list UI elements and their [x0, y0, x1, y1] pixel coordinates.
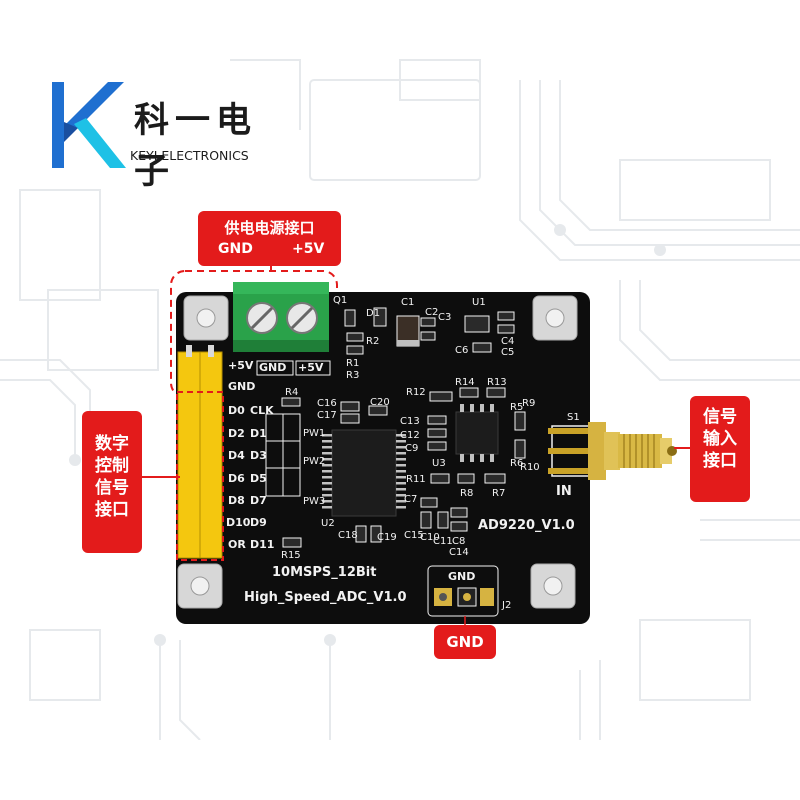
sma-connector	[548, 422, 677, 480]
ref-c1: C1	[401, 297, 415, 308]
terminal-label-5v: +5V	[298, 361, 324, 374]
ref-c16: C16	[317, 398, 337, 409]
ref-c3: C3	[438, 312, 452, 323]
ref-c13: C13	[400, 416, 420, 427]
callout-line: 接口	[95, 500, 129, 520]
pin-label: D8	[228, 494, 245, 507]
digital-interface-callout: 数字 控制 信号 接口	[82, 411, 142, 553]
ref-c9: C9	[405, 443, 419, 454]
ref-s1: S1	[567, 412, 580, 423]
pin-label: D2	[228, 427, 245, 440]
pin-label: D9	[250, 516, 267, 529]
pin-label: D3	[250, 449, 267, 462]
power-callout-5v: +5V	[292, 241, 325, 257]
board-name: High_Speed_ADC_V1.0	[244, 590, 407, 605]
sma-in-label: IN	[556, 484, 572, 499]
ref-pw1: PW1	[303, 428, 326, 439]
ref-c8: C8	[452, 536, 466, 547]
ref-u2: U2	[321, 518, 335, 529]
ref-r14: R14	[455, 377, 475, 388]
ref-r2: R2	[366, 336, 380, 347]
callout-line: 数字	[95, 434, 129, 454]
pin-label: D5	[250, 472, 267, 485]
ref-d1: D1	[366, 308, 381, 319]
circuit-background	[0, 59, 800, 740]
ref-r7: R7	[492, 488, 506, 499]
ref-r11: R11	[406, 474, 426, 485]
callout-line: 信号	[703, 407, 737, 427]
pin-label: D7	[250, 494, 267, 507]
signal-input-callout: 信号 输入 接口	[690, 396, 750, 502]
callout-line: 输入	[703, 429, 737, 449]
callout-line: 控制	[95, 456, 129, 476]
ref-u3: U3	[432, 458, 446, 469]
ref-r10: R10	[520, 462, 540, 473]
power-screw-terminal	[233, 282, 329, 352]
ref-r15: R15	[281, 550, 301, 561]
power-callout-gnd: GND	[218, 241, 253, 257]
ref-c2: C2	[425, 307, 439, 318]
brand-name-en: KEYI ELECTRONICS	[130, 148, 249, 163]
opamp-chip-u3	[455, 404, 499, 462]
ref-c5: C5	[501, 347, 515, 358]
ref-c12: C12	[400, 430, 420, 441]
pin-label: OR	[228, 538, 246, 551]
gnd-header-j2	[427, 565, 499, 626]
ref-c19: C19	[377, 532, 397, 543]
adc-chip-u2	[322, 429, 406, 517]
pin-label: D11	[250, 538, 275, 551]
ref-c10: C10	[420, 532, 440, 543]
ref-q1: Q1	[333, 295, 348, 306]
pin-header	[177, 345, 223, 559]
power-interface-callout: 供电电源接口 GND +5V	[198, 211, 341, 266]
header-label-5v: +5V	[228, 359, 254, 372]
callout-line: 信号	[95, 478, 129, 498]
ref-c15: C15	[404, 530, 424, 541]
ref-r4: R4	[285, 387, 299, 398]
pin-label: D1	[250, 427, 267, 440]
callout-line: 接口	[703, 451, 737, 471]
brand-name-cn: 科一电子	[134, 101, 258, 192]
ref-r3: R3	[346, 370, 360, 381]
ref-j2: J2	[502, 600, 512, 611]
mounting-holes	[177, 295, 578, 609]
gnd-callout: GND	[434, 625, 496, 659]
pin-label: D0	[228, 404, 245, 417]
brand-logo: 科一电子 KEYI ELECTRONICS	[48, 82, 288, 192]
ref-c7: C7	[404, 494, 418, 505]
ref-r12: R12	[406, 387, 426, 398]
pin-label: CLK	[250, 404, 274, 417]
ref-c4: C4	[501, 336, 515, 347]
board-model: AD9220_V1.0	[478, 518, 575, 533]
ref-pw3: PW3	[303, 496, 326, 507]
ref-pw2: PW2	[303, 456, 326, 467]
ref-r1: R1	[346, 358, 360, 369]
terminal-label-gnd: GND	[259, 361, 287, 374]
ref-c20: C20	[370, 397, 390, 408]
ref-c11: C11	[433, 536, 453, 547]
power-callout-title: 供电电源接口	[224, 219, 315, 237]
ref-c17: C17	[317, 410, 337, 421]
keyi-k-logo-icon	[52, 82, 126, 168]
ref-r5: R5	[510, 402, 524, 413]
ref-u1: U1	[472, 297, 486, 308]
ref-r9: R9	[522, 398, 536, 409]
header-label-gnd: GND	[228, 380, 256, 393]
board-spec: 10MSPS_12Bit	[272, 565, 377, 580]
ref-r6: R6	[510, 458, 524, 469]
ref-r8: R8	[460, 488, 474, 499]
pin-label: D4	[228, 449, 245, 462]
ref-c14: C14	[449, 547, 469, 558]
ref-c6: C6	[455, 345, 469, 356]
ref-c18: C18	[338, 530, 358, 541]
pin-label: D10	[226, 516, 251, 529]
ref-r13: R13	[487, 377, 507, 388]
pin-label: D6	[228, 472, 245, 485]
gnd-header-label: GND	[448, 570, 476, 583]
